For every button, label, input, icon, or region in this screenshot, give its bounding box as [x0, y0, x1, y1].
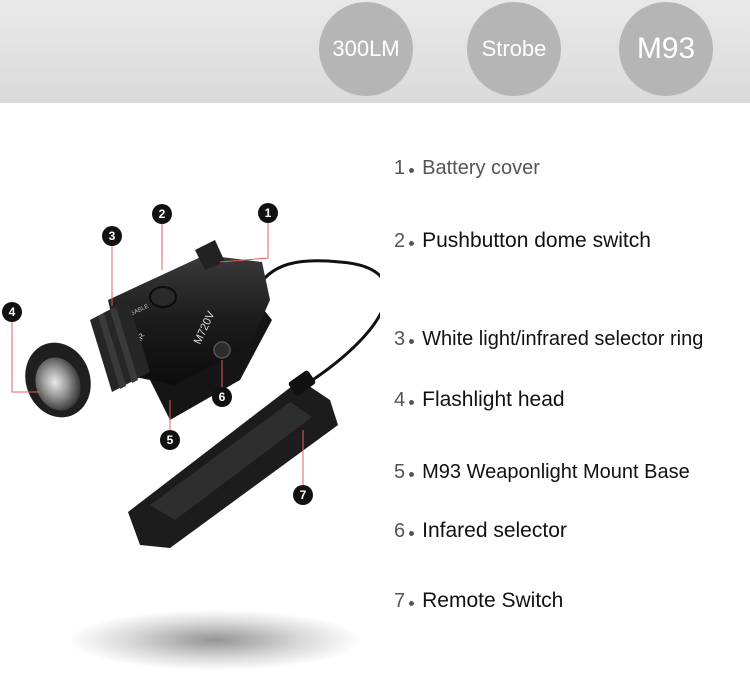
feature-label: White light/infrared selector ring: [422, 327, 704, 350]
feature-number: 1: [394, 156, 406, 179]
feature-number: 5: [394, 460, 406, 483]
header-band: 300LM Strobe M93: [0, 0, 750, 103]
svg-text:4: 4: [9, 305, 16, 319]
callout-6: 6: [212, 387, 232, 407]
svg-text:6: 6: [219, 390, 226, 404]
feature-number: 3: [394, 327, 406, 350]
feature-mount-base: 5 M93 Weaponlight Mount Base: [394, 457, 690, 487]
feature-flashlight-head: 4 Flashlight head: [394, 385, 565, 415]
feature-dome-switch: 2 Pushbutton dome switch: [394, 226, 651, 256]
remote-cable: [253, 259, 380, 387]
ring-engraving: IR: [135, 331, 147, 343]
feature-number: 4: [394, 388, 406, 411]
feature-infared-selector: 6 Infared selector: [394, 516, 567, 546]
bullet-dot: [409, 471, 415, 477]
bullet-dot: [409, 167, 415, 173]
feature-remote-switch: 7 Remote Switch: [394, 586, 563, 616]
svg-text:3: 3: [109, 229, 116, 243]
callout-7: 7: [293, 485, 313, 505]
bullet-dot: [409, 530, 415, 536]
dome-switch: [149, 286, 177, 308]
bullet-dot: [409, 399, 415, 405]
feature-selector-ring: 3 White light/infrared selector ring: [394, 324, 703, 354]
feature-label: Remote Switch: [422, 589, 564, 612]
svg-text:7: 7: [300, 488, 307, 502]
model-badge: M93: [619, 2, 713, 96]
callout-5: 5: [160, 430, 180, 450]
lumens-badge: 300LM: [319, 2, 413, 96]
feature-label: Flashlight head: [422, 388, 565, 411]
callout-2: 2: [152, 204, 172, 224]
lens: [35, 357, 81, 411]
bullet-dot: [409, 600, 415, 606]
feature-number: 2: [394, 229, 406, 252]
ir-selector-knob: [213, 341, 231, 359]
floor-shadow: [70, 610, 360, 670]
remote-switch-pad: [128, 370, 338, 548]
feature-label: Battery cover: [422, 156, 540, 179]
bullet-dot: [409, 240, 415, 246]
strobe-badge: Strobe: [467, 2, 561, 96]
weaponlight-image: M720V IR DISABLE 1 2 3 4 5 6 7: [2, 203, 380, 548]
feature-number: 7: [394, 589, 406, 612]
svg-text:5: 5: [167, 433, 174, 447]
bullet-dot: [409, 338, 415, 344]
svg-text:1: 1: [265, 206, 272, 220]
feature-battery-cover: 1 Battery cover: [394, 153, 540, 183]
callout-3: 3: [102, 226, 122, 246]
svg-text:2: 2: [159, 207, 166, 221]
feature-label: Infared selector: [422, 519, 567, 542]
callout-1: 1: [258, 203, 278, 223]
feature-label: M93 Weaponlight Mount Base: [422, 460, 690, 483]
feature-number: 6: [394, 519, 406, 542]
feature-label: Pushbutton dome switch: [422, 229, 651, 252]
callout-4: 4: [2, 302, 22, 322]
